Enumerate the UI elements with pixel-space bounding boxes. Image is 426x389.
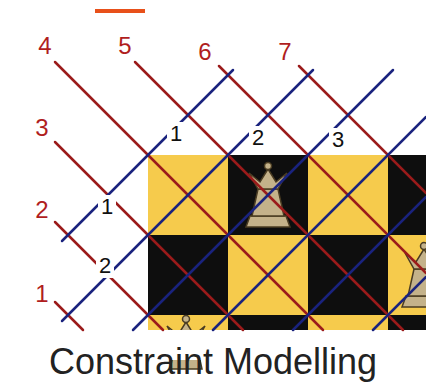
diagonal-line	[55, 62, 323, 330]
caption: Constraint Modelling	[49, 342, 377, 382]
diagonal-number: 1	[35, 282, 48, 306]
dark-square	[388, 155, 426, 235]
row-number: 1	[98, 195, 116, 219]
diagonal-number: 7	[278, 40, 291, 64]
column-number: 1	[167, 122, 185, 146]
diagonal-number: 6	[198, 40, 211, 64]
diagonal-line	[373, 277, 426, 330]
diagonal-line	[299, 66, 426, 193]
accent-bar	[95, 9, 145, 13]
diagonal-number: 5	[118, 34, 131, 58]
diagonal-number: 3	[35, 116, 48, 140]
diagonal-lines-down	[55, 62, 426, 330]
diagonal-line	[55, 222, 163, 330]
diagonal-line	[213, 117, 426, 330]
diagonal-number: 2	[35, 198, 48, 222]
diagonal-lines-up	[62, 70, 426, 330]
column-number: 3	[329, 128, 347, 152]
diagonal-number: 4	[38, 34, 51, 58]
chessboard	[148, 155, 426, 330]
row-number: 2	[96, 254, 114, 278]
diagonal-line	[135, 62, 403, 330]
diagonal-line	[219, 66, 426, 273]
column-number: 2	[249, 126, 267, 150]
dark-square	[388, 315, 426, 330]
diagonal-line	[133, 70, 393, 330]
diagonal-line	[293, 197, 426, 330]
diagonal-line	[55, 302, 83, 330]
diagonal-line	[62, 70, 313, 321]
diagonal-line	[62, 70, 233, 241]
diagonal-line	[55, 142, 243, 330]
queen-pieces	[140, 163, 426, 370]
